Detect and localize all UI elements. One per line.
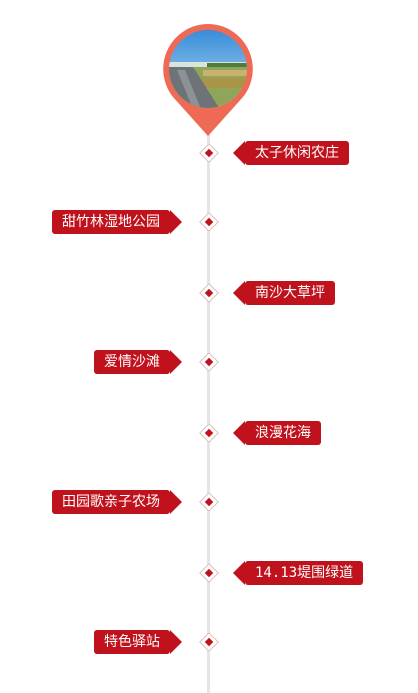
timeline-label[interactable]: 太子休闲农庄: [233, 141, 349, 165]
timeline-label[interactable]: 浪漫花海: [233, 421, 321, 445]
timeline-label[interactable]: 甜竹林湿地公园: [52, 210, 182, 234]
location-pin-image: [163, 24, 253, 136]
timeline-label[interactable]: 爱情沙滩: [94, 350, 182, 374]
timeline-node: [199, 632, 219, 652]
timeline-node: [199, 423, 219, 443]
timeline-node: [199, 352, 219, 372]
timeline-node: [199, 492, 219, 512]
timeline-label[interactable]: 田园歌亲子农场: [52, 490, 182, 514]
timeline-line: [207, 130, 210, 693]
timeline-node: [199, 212, 219, 232]
timeline-label[interactable]: 14.13堤围绿道: [232, 561, 364, 585]
timeline-label[interactable]: 南沙大草坪: [233, 281, 335, 305]
timeline-label[interactable]: 特色驿站: [94, 630, 182, 654]
timeline-node: [199, 563, 219, 583]
timeline-node: [199, 143, 219, 163]
timeline-node: [199, 283, 219, 303]
